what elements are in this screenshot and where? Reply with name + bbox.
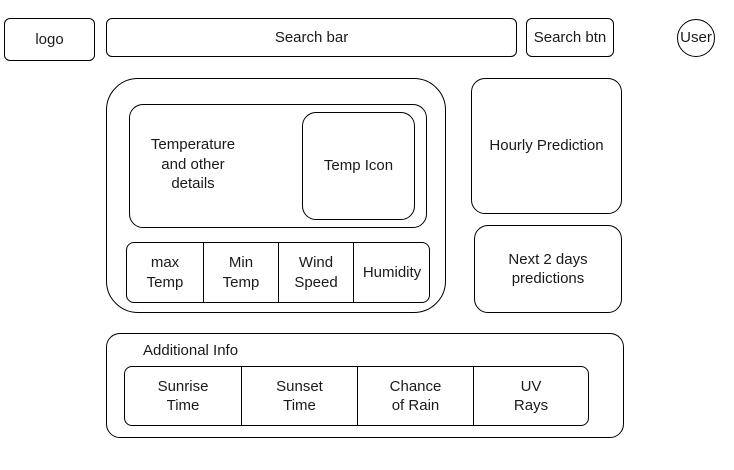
user-avatar[interactable]: User: [677, 19, 715, 57]
logo-label: logo: [35, 30, 64, 48]
info-sunset-time: Sunset Time: [241, 367, 357, 425]
search-button[interactable]: Search btn: [526, 18, 614, 57]
next-days-panel: Next 2 days predictions: [474, 225, 622, 313]
logo[interactable]: logo: [4, 18, 95, 61]
temperature-details-panel: Temperature and other details Temp Icon: [129, 104, 427, 228]
additional-info-title: Additional Info: [143, 342, 239, 359]
temp-icon-label: Temp Icon: [323, 157, 394, 175]
info-chance-of-rain: Chance of Rain: [357, 367, 473, 425]
stat-min-temp: Min Temp: [203, 243, 278, 302]
hourly-prediction-label: Hourly Prediction: [489, 137, 604, 155]
main-weather-card: Temperature and other details Temp Icon …: [106, 78, 446, 313]
stat-max-temp: max Temp: [146, 254, 184, 291]
search-bar-label: Search bar: [274, 28, 349, 46]
stat-humidity: Humidity: [353, 243, 430, 302]
search-bar[interactable]: Search bar: [106, 18, 517, 57]
hourly-prediction-panel: Hourly Prediction: [471, 78, 622, 214]
info-uv-rays: UV Rays: [473, 367, 588, 425]
additional-info-row: Sunrise Time Sunset Time Chance of Rain …: [124, 366, 589, 426]
next-days-label: Next 2 days predictions: [508, 250, 588, 288]
stat-wind-speed: Wind Speed: [278, 243, 353, 302]
temperature-details-label: Temperature and other details: [150, 136, 236, 192]
stats-row: max Temp Min Temp Wind Speed Humidity: [126, 242, 430, 303]
info-sunrise-time: Sunrise Time: [157, 377, 209, 415]
user-label: User: [680, 29, 712, 47]
search-button-label: Search btn: [533, 28, 607, 46]
additional-info-card: Additional Info Sunrise Time Sunset Time…: [106, 333, 624, 438]
temp-icon: Temp Icon: [302, 112, 415, 220]
